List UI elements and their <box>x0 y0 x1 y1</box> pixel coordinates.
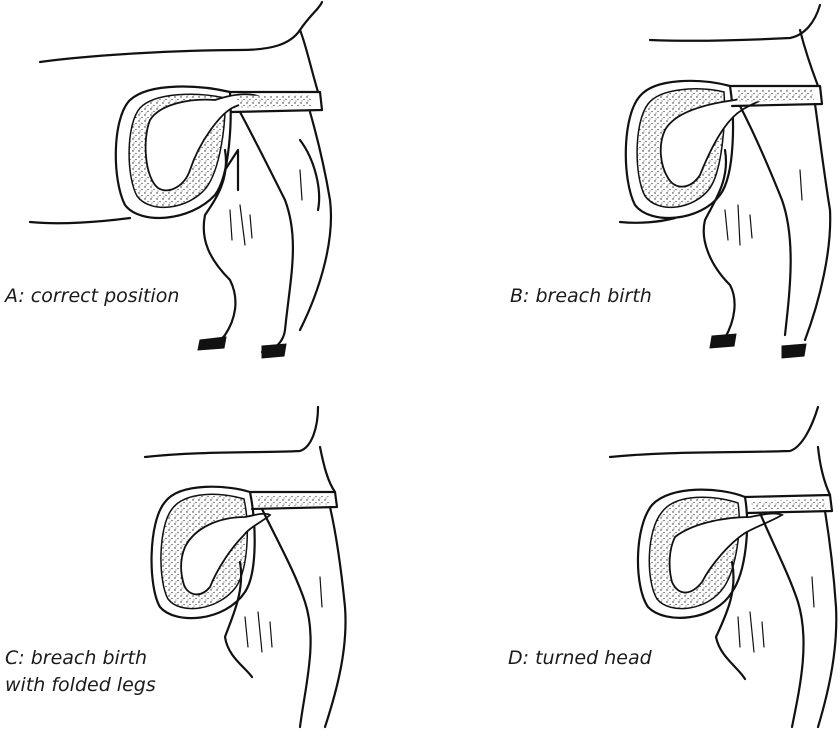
goat-illustration-turned-head <box>420 367 840 734</box>
caption-c-line-2: with folded legs <box>5 672 156 699</box>
panel-a: A: correct position <box>0 0 420 367</box>
caption-b: B: breach birth <box>510 283 652 310</box>
caption-c: C: breach birth with folded legs <box>5 645 156 699</box>
caption-d-line-1: D: turned head <box>508 647 652 669</box>
caption-a-line-1: A: correct position <box>5 285 179 307</box>
panel-d: D: turned head <box>420 367 840 734</box>
caption-b-line-1: B: breach birth <box>510 285 652 307</box>
goat-illustration-breach-birth <box>420 0 840 367</box>
caption-d: D: turned head <box>508 645 652 672</box>
panel-c: C: breach birth with folded legs <box>0 367 420 734</box>
caption-c-line-1: C: breach birth <box>5 645 156 672</box>
goat-illustration-correct-position <box>0 0 420 367</box>
panel-b: B: breach birth <box>420 0 840 367</box>
caption-a: A: correct position <box>5 283 179 310</box>
